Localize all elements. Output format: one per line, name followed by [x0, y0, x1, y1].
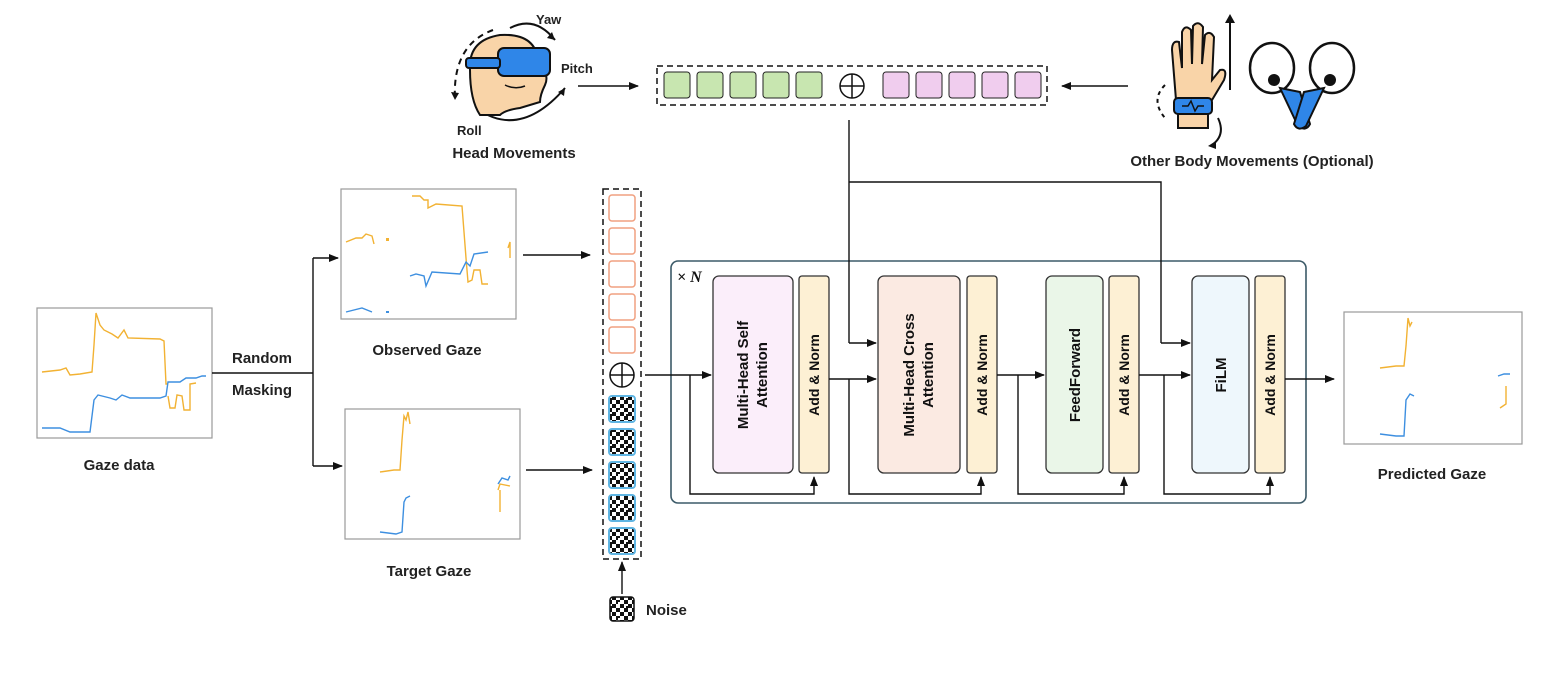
add-norm-4-label: Add & Norm	[1262, 334, 1278, 416]
noise-label: Noise	[646, 602, 687, 619]
head-token	[663, 71, 691, 99]
random-label: Random	[232, 350, 292, 367]
noise-token	[608, 461, 636, 489]
self-attention-label-line1: Multi-Head Self	[735, 320, 752, 429]
observed-token	[608, 293, 636, 321]
input-token-column	[602, 188, 642, 560]
head-token	[795, 71, 823, 99]
observed-gaze-label: Observed Gaze	[372, 342, 481, 359]
add-norm-4	[1254, 275, 1286, 474]
condition-routes	[848, 120, 1191, 347]
add-norm-1	[798, 275, 830, 474]
condition-token-sequence	[656, 65, 1048, 106]
other-body-movements-label: Other Body Movements (Optional)	[1130, 153, 1373, 170]
head-token	[696, 71, 724, 99]
head-vr-icon	[451, 22, 566, 122]
cross-attention-label-line1: Multi-Head Cross	[901, 313, 918, 436]
transformer-layer-frame	[670, 260, 1307, 504]
head-token	[762, 71, 790, 99]
body-token	[915, 71, 943, 99]
condition-token-border	[656, 65, 1048, 106]
noise-token	[608, 395, 636, 423]
add-norm-3-label: Add & Norm	[1116, 334, 1132, 416]
concat-plus-icon	[839, 73, 865, 99]
target-gaze-plot	[344, 408, 521, 540]
gaze-data-plot	[36, 307, 213, 439]
target-gaze-label: Target Gaze	[387, 563, 472, 580]
predicted-gaze-label: Predicted Gaze	[1378, 466, 1486, 483]
body-token	[981, 71, 1009, 99]
observed-gaze-plot	[340, 188, 517, 320]
vr-controllers-icon	[1248, 41, 1356, 130]
self-attention-label-line2: Attention	[754, 342, 771, 408]
observed-token	[608, 260, 636, 288]
token-column-border	[602, 188, 642, 560]
add-norm-2-label: Add & Norm	[974, 334, 990, 416]
observed-token	[608, 194, 636, 222]
noise-token	[608, 494, 636, 522]
repeat-n-label: × N	[677, 269, 703, 286]
yaw-label: Yaw	[536, 12, 562, 27]
feedforward-label: FeedForward	[1067, 328, 1084, 422]
body-token	[882, 71, 910, 99]
pitch-label: Pitch	[561, 61, 593, 76]
feedforward-block: FeedForward Add & Norm	[1045, 275, 1140, 474]
head-movements-label: Head Movements	[452, 145, 575, 162]
film-label: FiLM	[1213, 358, 1230, 393]
film-block: FiLM Add & Norm	[1191, 275, 1286, 474]
gaze-data-label: Gaze data	[84, 457, 156, 474]
noise-token	[608, 428, 636, 456]
roll-label: Roll	[457, 123, 482, 138]
self-attention-block: Multi-Head Self Attention Add & Norm	[712, 275, 830, 474]
body-token	[1014, 71, 1042, 99]
noise-token	[608, 527, 636, 555]
hand-wristband-icon	[1156, 14, 1235, 149]
cross-attention-label-line2: Attention	[920, 342, 937, 408]
residual-connections	[689, 375, 1274, 495]
cross-attention-block: Multi-Head Cross Attention Add & Norm	[877, 275, 998, 474]
observed-token	[608, 227, 636, 255]
noise-icon	[609, 596, 635, 622]
masking-label: Masking	[232, 382, 292, 399]
observed-token	[608, 326, 636, 354]
predicted-gaze-plot	[1343, 311, 1523, 445]
body-token	[948, 71, 976, 99]
add-norm-1-label: Add & Norm	[806, 334, 822, 416]
concat-plus-icon	[609, 362, 635, 388]
head-token	[729, 71, 757, 99]
